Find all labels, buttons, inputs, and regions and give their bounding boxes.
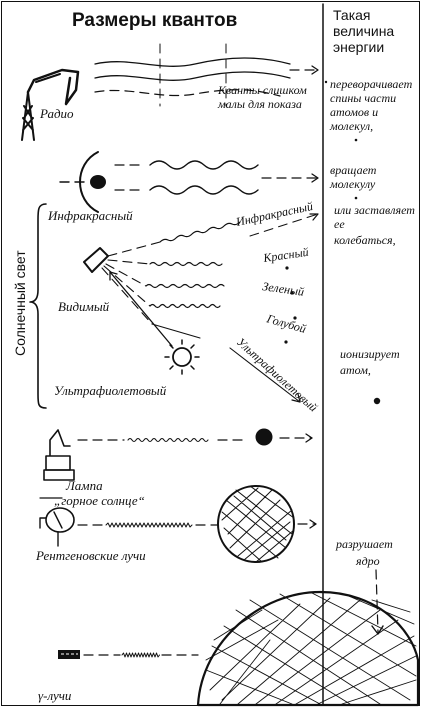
heater-reflector-icon xyxy=(59,151,106,213)
xray-label: Рентгеновские лучи xyxy=(35,548,146,563)
lamp-label-line-1: Лампа xyxy=(65,478,103,493)
energy-header-line-2: величина xyxy=(333,23,394,39)
ray-infrared-label: Инфракрасный xyxy=(234,199,314,229)
sun-icon xyxy=(109,271,200,375)
radio-waves xyxy=(94,43,319,107)
quantum-dot-radio xyxy=(354,138,358,142)
lamp-ray xyxy=(77,428,313,446)
energy-header-line-3: энергии xyxy=(333,39,384,55)
too-small-line-1: Кванты слишком xyxy=(217,83,307,97)
effect-ionize-line-1: ионизирует xyxy=(340,347,400,361)
effect-destroy-line-1: разрушает xyxy=(335,537,393,551)
energy-header-line-1: Такая xyxy=(333,7,371,23)
destroy-pointer xyxy=(375,569,379,633)
prism-icon xyxy=(83,247,109,273)
effect-ionize-line-2: атом, xyxy=(340,363,371,377)
effect-vibrate-line-3: колебаться, xyxy=(334,233,396,247)
lamp-icon xyxy=(43,429,75,481)
xray-ray xyxy=(77,519,317,529)
sunlight-brace xyxy=(29,203,47,409)
xray-quantum-sphere xyxy=(217,485,295,563)
ray-green-label: Зеленый xyxy=(262,279,305,299)
infrared-label: Инфракрасный xyxy=(47,208,133,223)
ultraviolet-label: Ультрафиолетовый xyxy=(54,383,167,398)
page-title: Размеры квантов xyxy=(72,10,237,31)
gamma-ray xyxy=(83,652,199,658)
effect-rotate-line-1: вращает xyxy=(330,163,377,177)
gamma-label: γ-лучи xyxy=(38,688,72,703)
effect-spin-line-1: переворачивает xyxy=(330,77,413,91)
effect-spin-line-3: атомов и xyxy=(330,105,378,119)
xray-tube-icon xyxy=(39,497,75,547)
effect-spin-line-4: молекул, xyxy=(329,119,373,133)
lamp-label-line-2: „горное солнце“ xyxy=(54,493,145,508)
infrared-waves xyxy=(114,160,319,195)
too-small-line-2: малы для показа xyxy=(217,97,302,111)
visible-label: Видимый xyxy=(58,299,110,314)
effect-spin-line-2: спины части xyxy=(330,91,396,105)
effect-rotate-line-2: молекулу xyxy=(329,177,376,191)
effect-vibrate-line-1: или заставляет xyxy=(334,203,415,217)
sunlight-label: Солнечный свет xyxy=(12,250,28,356)
quantum-dot-lamp xyxy=(255,428,273,446)
quantum-dot-ultraviolet xyxy=(373,397,381,405)
ray-ultraviolet-label: Ультрафиолетовый xyxy=(234,335,320,415)
effect-destroy-line-2: ядро xyxy=(355,554,380,568)
spectrum-rays xyxy=(101,213,319,403)
effect-vibrate-line-2: ее xyxy=(334,217,345,231)
radio-tower-icon xyxy=(21,68,80,141)
gamma-quantum-sphere xyxy=(196,590,420,707)
ray-blue-label: Голубой xyxy=(264,311,307,336)
gamma-source-icon xyxy=(58,650,80,659)
ray-red-label: Красный xyxy=(261,245,309,265)
radio-label: Радио xyxy=(39,106,74,121)
